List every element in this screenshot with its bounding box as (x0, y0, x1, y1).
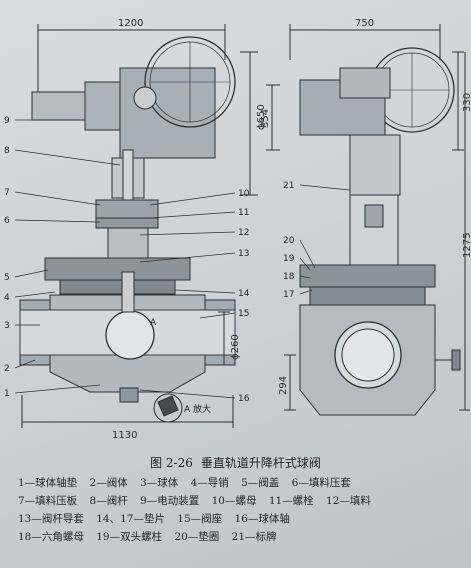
legend-item: 8—阀杆 (89, 495, 128, 507)
valve-drawing: 1200 750 ϕ650 354 330 1275 ϕ260 294 1130… (4, 18, 471, 441)
callout-14: 14 (238, 289, 250, 299)
figure-number: 图 2-26 (150, 456, 193, 470)
figure-title: 垂直轨道升降杆式球阀 (200, 456, 321, 470)
callout-1: 1 (4, 389, 10, 399)
callout-6: 6 (4, 216, 10, 226)
callout-7: 7 (4, 188, 10, 198)
legend-item: 15—阀座 (177, 513, 223, 525)
parts-legend: 1—球体轴垫 2—阀体 3—球体 4—导销 5—阀盖 6—填料压套 7—填料压板… (18, 474, 468, 546)
callout-13: 13 (238, 249, 249, 259)
dim-right-330: 330 (462, 93, 471, 112)
dim-left-width: 1200 (118, 18, 143, 29)
callout-17: 17 (283, 290, 294, 300)
callout-3: 3 (4, 321, 10, 331)
legend-row: 1—球体轴垫 2—阀体 3—球体 4—导销 5—阀盖 6—填料压套 (18, 474, 468, 492)
legend-row: 7—填料压板 8—阀杆 9—电动装置 10—螺母 11—螺栓 12—填料 (18, 492, 468, 510)
callout-5: 5 (4, 273, 10, 283)
callout-11: 11 (238, 208, 249, 218)
callout-4: 4 (4, 293, 10, 303)
legend-row: 18—六角螺母 19—双头螺柱 20—垫圈 21—标牌 (18, 528, 468, 546)
callout-21: 21 (283, 181, 294, 191)
legend-item: 6—填料压套 (291, 477, 351, 489)
legend-item: 9—电动装置 (140, 495, 200, 507)
legend-row: 13—阀杆导套 14、17—垫片 15—阀座 16—球体轴 (18, 510, 468, 528)
callout-12: 12 (238, 228, 249, 238)
legend-item: 12—填料 (326, 495, 371, 507)
callout-8: 8 (4, 146, 10, 156)
callout-18: 18 (283, 272, 295, 282)
callout-9: 9 (4, 116, 10, 126)
legend-item: 7—填料压板 (18, 495, 78, 507)
section-mark: A (150, 318, 157, 328)
dim-bottom-length: 1130 (112, 430, 137, 441)
legend-item: 19—双头螺柱 (96, 531, 163, 543)
dim-actuator-dia: ϕ650 (256, 104, 267, 130)
dim-right-width: 750 (355, 18, 374, 29)
callout-15: 15 (238, 309, 249, 319)
legend-item: 21—标牌 (231, 531, 277, 543)
legend-item: 3—球体 (140, 477, 179, 489)
callout-20: 20 (283, 236, 295, 246)
legend-item: 16—球体轴 (234, 513, 290, 525)
dim-height-1275: 1275 (462, 233, 471, 258)
legend-item: 14、17—垫片 (96, 513, 165, 525)
legend-item: 4—导销 (190, 477, 229, 489)
callout-2: 2 (4, 364, 10, 374)
legend-item: 10—螺母 (211, 495, 257, 507)
legend-item: 1—球体轴垫 (18, 477, 78, 489)
legend-item: 18—六角螺母 (18, 531, 84, 543)
callout-19: 19 (283, 254, 295, 264)
dim-right-294: 294 (278, 376, 289, 395)
dim-right-354: 354 (260, 109, 271, 128)
callout-10: 10 (238, 189, 250, 199)
dim-bore-dia: ϕ260 (230, 334, 241, 360)
legend-item: 11—螺栓 (268, 495, 314, 507)
legend-item: 20—垫圈 (174, 531, 220, 543)
legend-item: 13—阀杆导套 (18, 513, 84, 525)
callout-16: 16 (238, 394, 250, 404)
legend-item: 5—阀盖 (241, 477, 280, 489)
figure-caption: 图 2-26 垂直轨道升降杆式球阀 (0, 454, 471, 471)
enlarge-label: A 放大 (184, 403, 211, 415)
legend-item: 2—阀体 (89, 477, 128, 489)
